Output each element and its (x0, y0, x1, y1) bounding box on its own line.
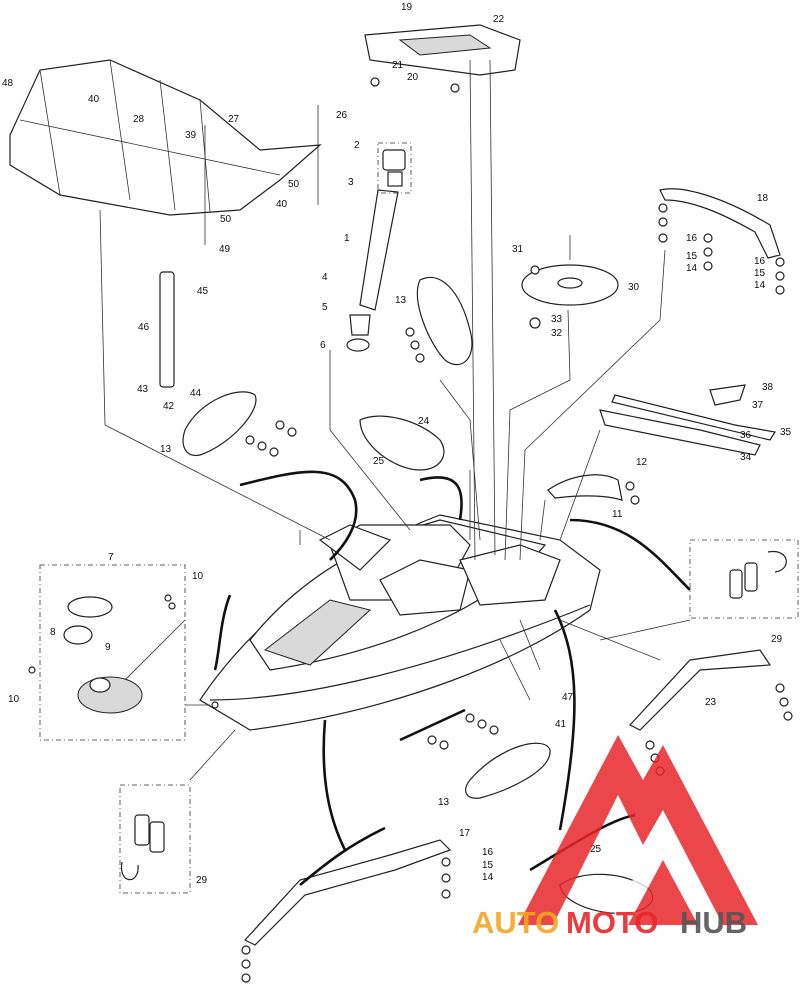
callout-48: 48 (2, 78, 14, 89)
callout-19: 19 (401, 2, 413, 13)
callout-29-left: 29 (196, 875, 208, 886)
callout-11: 11 (612, 509, 623, 520)
pedestal-base (521, 235, 619, 329)
watermark-text-part3: HUB (680, 905, 747, 940)
callout-32: 32 (551, 328, 563, 339)
callout-1: 1 (344, 233, 350, 244)
watermark-text-part2: MOTO (566, 905, 658, 940)
callout-47: 47 (562, 692, 574, 703)
callout-5: 5 (322, 302, 328, 313)
callout-2: 2 (354, 140, 360, 151)
callout-16-c: 16 (482, 847, 494, 858)
callout-14-c: 14 (482, 872, 494, 883)
callout-10-top: 10 (192, 571, 204, 582)
callout-16-a: 16 (686, 233, 698, 244)
callout-23: 23 (705, 697, 717, 708)
callout-34: 34 (740, 452, 752, 463)
callout-15-b: 15 (754, 268, 766, 279)
callout-49: 49 (219, 244, 231, 255)
callout-25-upper: 25 (373, 456, 385, 467)
automotohub-watermark: AUTO MOTO HUB (472, 735, 758, 940)
callout-45: 45 (197, 286, 209, 297)
steering-column (346, 142, 412, 352)
callout-17: 17 (459, 828, 471, 839)
callout-46: 46 (138, 322, 150, 333)
callout-38: 38 (762, 382, 774, 393)
callout-35: 35 (780, 427, 792, 438)
seat-cushion (359, 415, 445, 471)
leader-lines (99, 59, 691, 781)
callout-41: 41 (555, 719, 567, 730)
top-mount-bracket (364, 24, 521, 93)
callout-15-a: 15 (686, 251, 698, 262)
callout-13-left: 13 (160, 444, 172, 455)
callout-50-right: 50 (288, 179, 300, 190)
callout-14-b: 14 (754, 280, 766, 291)
steering-wheel-upper (416, 276, 473, 366)
horn-assembly (547, 474, 623, 501)
callout-7: 7 (108, 552, 114, 563)
callout-18: 18 (757, 193, 769, 204)
detail-box-7 (39, 564, 186, 741)
callout-12: 12 (636, 457, 648, 468)
callout-50-left: 50 (220, 214, 232, 225)
callout-42: 42 (163, 401, 175, 412)
grab-handle (159, 271, 175, 388)
callout-33: 33 (551, 314, 563, 325)
watermark-triangle-icon (518, 735, 758, 925)
rail-plates (599, 384, 776, 456)
callout-labels: 19 22 21 20 48 40 28 39 27 26 2 3 50 40 … (2, 2, 792, 913)
callout-39: 39 (185, 130, 197, 141)
callout-36: 36 (740, 430, 752, 441)
callout-28: 28 (133, 114, 145, 125)
steering-wheel-lower (465, 742, 551, 799)
callout-37: 37 (752, 400, 764, 411)
callout-25-lower: 25 (590, 844, 602, 855)
bimini-top (9, 59, 322, 216)
callout-22: 22 (493, 14, 505, 25)
tow-handle (659, 188, 781, 259)
detail-box-29-right (689, 539, 799, 619)
callout-21: 21 (392, 60, 404, 71)
callout-43: 43 (137, 384, 149, 395)
callout-40-top: 40 (88, 94, 100, 105)
callout-26: 26 (336, 110, 348, 121)
steering-wheel-left (182, 391, 257, 457)
cable-runs (213, 470, 691, 886)
callout-30: 30 (628, 282, 640, 293)
callout-16-b: 16 (754, 256, 766, 267)
callout-13-upper: 13 (395, 295, 407, 306)
boat-hull (199, 514, 601, 731)
detail-box-29-left (119, 784, 191, 894)
callout-10-left: 10 (8, 694, 20, 705)
callout-6: 6 (320, 340, 326, 351)
callout-3: 3 (348, 177, 354, 188)
callout-14-a: 14 (686, 263, 698, 274)
rear-rail-right (629, 649, 772, 731)
callout-44: 44 (190, 388, 202, 399)
callout-24-upper: 24 (418, 416, 430, 427)
callout-4: 4 (322, 272, 328, 283)
callout-27: 27 (228, 114, 240, 125)
callout-13-lower: 13 (438, 797, 450, 808)
callout-31: 31 (512, 244, 524, 255)
callout-15-c: 15 (482, 860, 494, 871)
watermark-text-part1: AUTO (472, 905, 559, 940)
rear-rail-left (244, 839, 452, 946)
callout-20: 20 (407, 72, 419, 83)
callout-8: 8 (50, 627, 56, 638)
callout-29-right: 29 (771, 634, 783, 645)
callout-40-mid: 40 (276, 199, 288, 210)
callout-9: 9 (105, 642, 111, 653)
